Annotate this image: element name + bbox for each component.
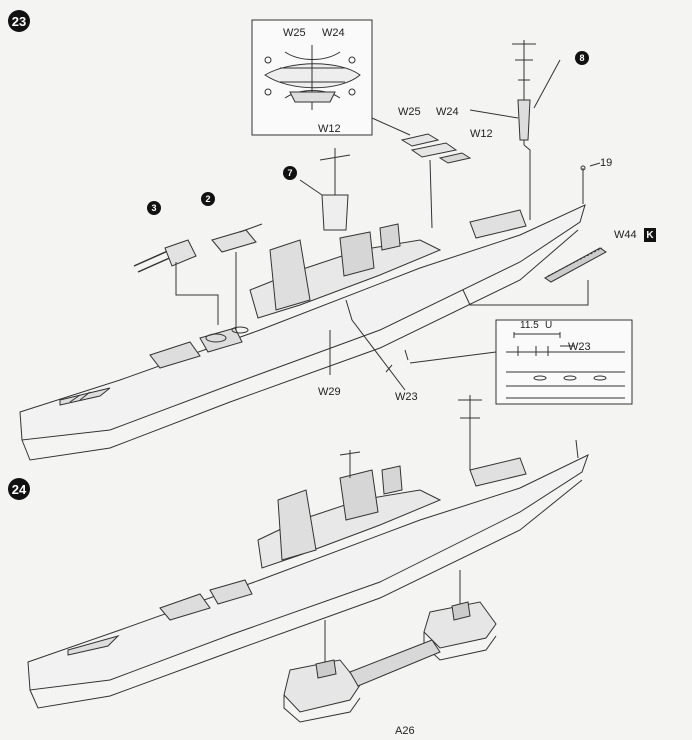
callout-3: 3 <box>147 201 161 215</box>
lifeboat-detail-inset <box>251 19 411 136</box>
label-w44: W44 <box>614 229 637 241</box>
step-24-badge: 24 <box>8 478 30 500</box>
lifeboat-parts <box>400 133 472 229</box>
label-w12: W12 <box>470 128 493 140</box>
note-mark-icon: K <box>644 228 656 242</box>
inset-label-w12: W12 <box>318 123 341 135</box>
inset-label-w25: W25 <box>283 27 306 39</box>
hull-step-23 <box>19 204 586 461</box>
inset-label-w24: W24 <box>322 27 345 39</box>
callout-7: 7 <box>283 166 297 180</box>
label-19: 19 <box>600 157 613 169</box>
turret-2 <box>211 223 263 330</box>
main-mast <box>469 40 561 220</box>
turret-3 <box>133 239 219 325</box>
label-w29: W29 <box>318 386 341 398</box>
detail-dimension: 11.5 <box>520 320 539 331</box>
callout-2: 2 <box>201 192 215 206</box>
hull-step-24 <box>27 395 589 709</box>
callout-8: 8 <box>575 51 589 65</box>
label-w24: W24 <box>436 106 459 118</box>
leader-w23 <box>345 299 406 391</box>
label-w25: W25 <box>398 106 421 118</box>
label-w23: W23 <box>395 391 418 403</box>
display-stand <box>283 570 497 723</box>
label-a26: A26 <box>395 725 415 737</box>
flag-part-19 <box>580 162 601 204</box>
detail-unit: U <box>545 320 553 331</box>
detail-label-w23: W23 <box>568 341 591 353</box>
step-23-badge: 23 <box>8 10 30 32</box>
aircraft-crane <box>299 148 351 231</box>
railing-detail-box <box>385 319 633 405</box>
